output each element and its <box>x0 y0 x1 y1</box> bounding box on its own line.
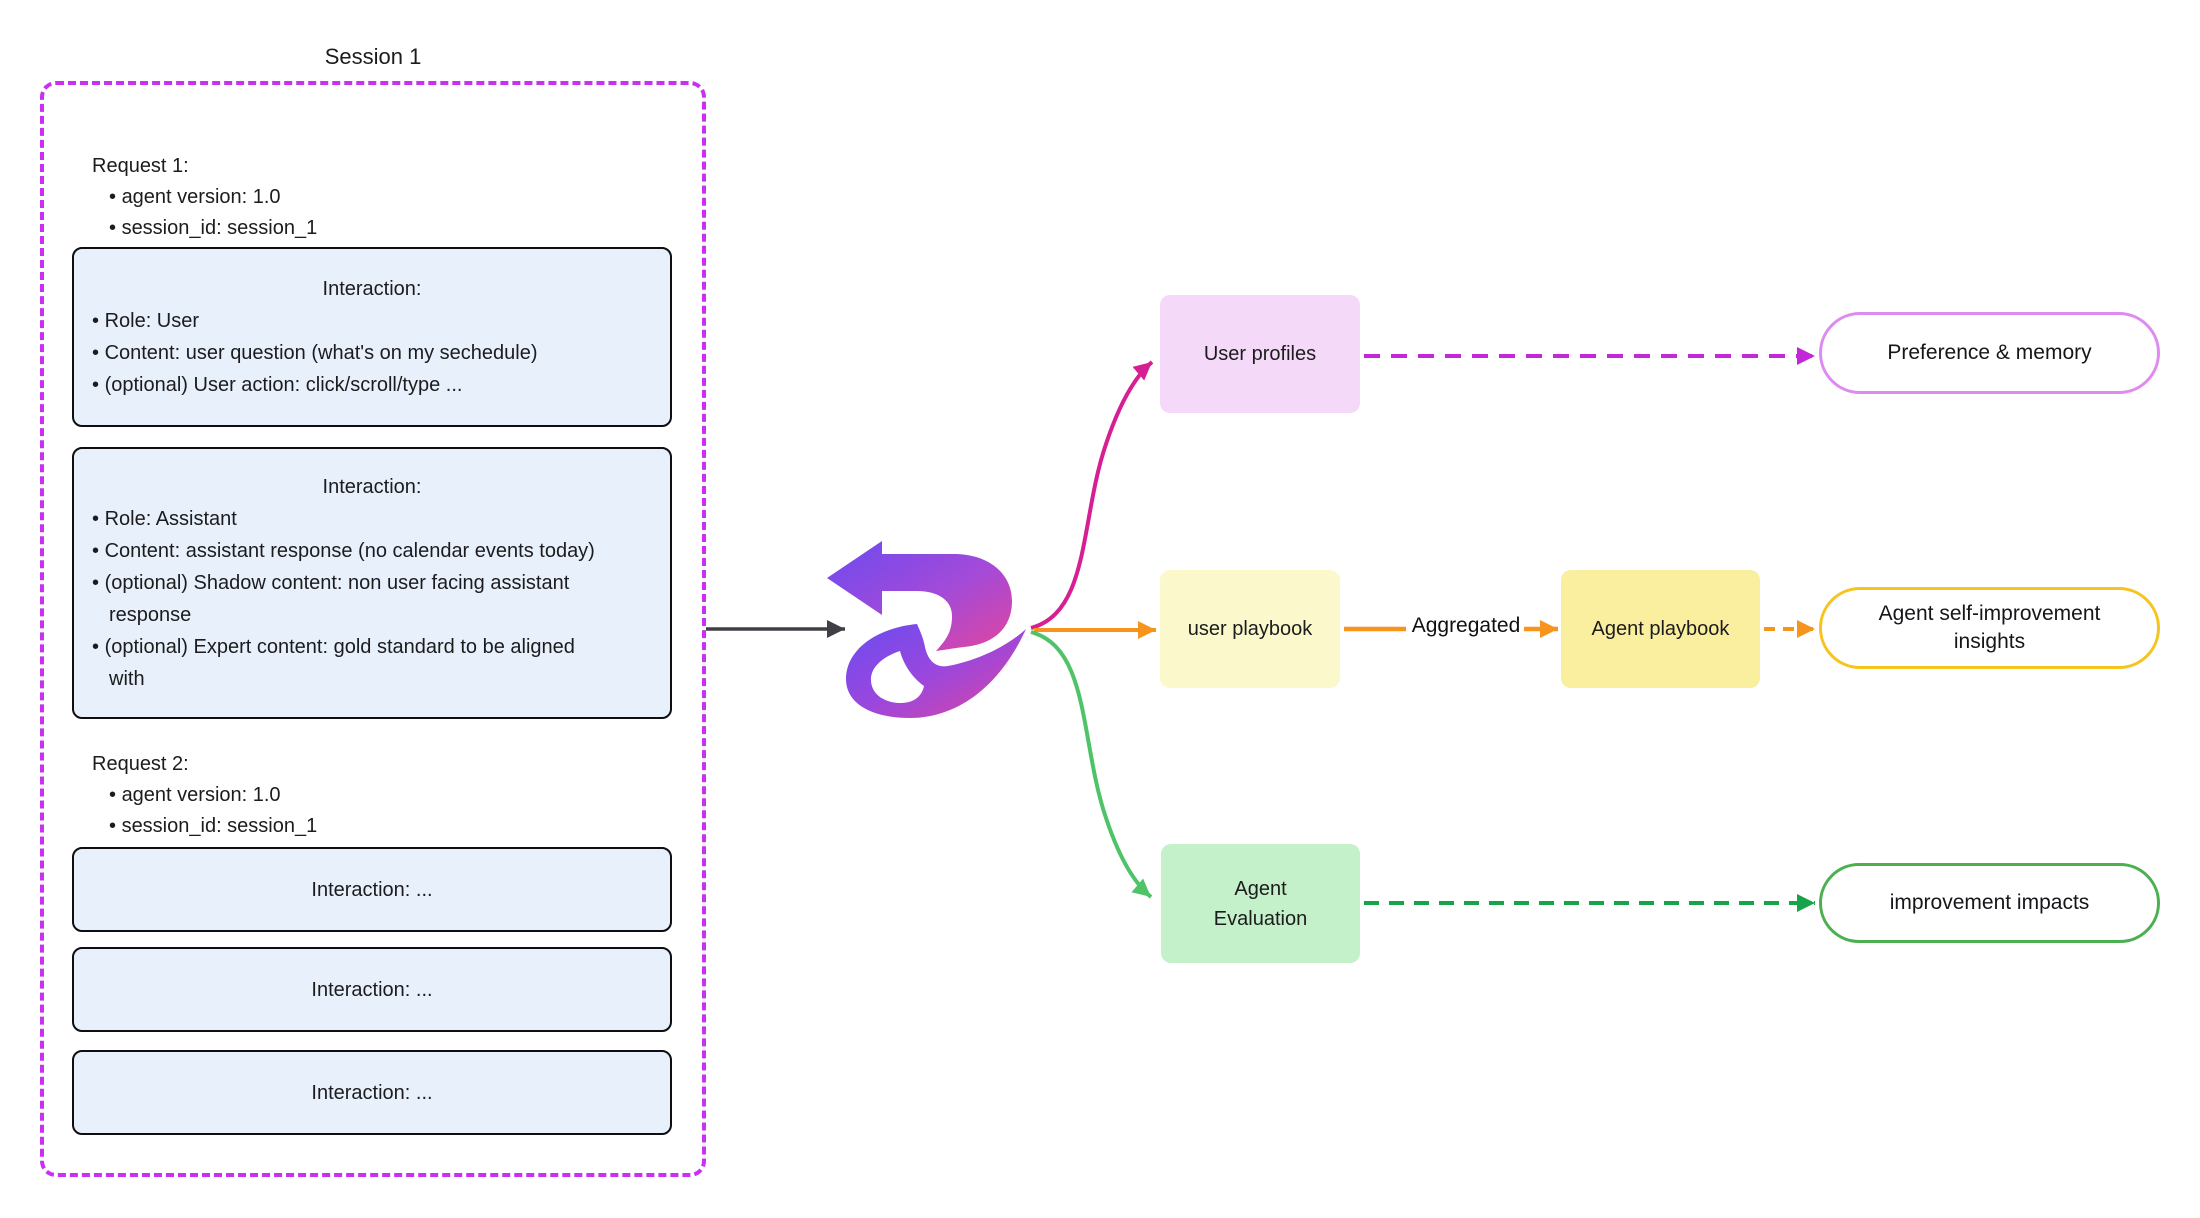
interaction-heading: Interaction: <box>322 476 422 498</box>
interaction-bullet: Content: assistant response (no calendar… <box>92 535 604 567</box>
interaction-bullet: (optional) Expert content: gold standard… <box>92 631 604 695</box>
pill-label: Preference & memory <box>1887 341 2092 364</box>
interaction-card-user: Interaction: Role: User Content: user qu… <box>72 247 672 427</box>
logo-bottom-swoosh <box>846 624 1026 718</box>
node-label: User profiles <box>1203 342 1317 365</box>
node-user-playbook: user playbook <box>1160 570 1340 688</box>
aggregated-edge-label: Aggregated <box>1411 614 1521 637</box>
interaction-bullet: (optional) User action: click/scroll/typ… <box>92 369 604 401</box>
request-bullet: session_id: session_1 <box>92 811 318 842</box>
node-label: Agent Evaluation <box>1213 877 1308 930</box>
interaction-heading: Interaction: ... <box>311 978 433 1001</box>
node-label: user playbook <box>1187 617 1313 640</box>
edge-logo-to-agent-evaluation <box>1030 630 1153 899</box>
interaction-heading: Interaction: <box>322 278 422 300</box>
node-label: Agent playbook <box>1591 617 1730 640</box>
interaction-bullet: Role: User <box>92 305 604 337</box>
session-title: Session 1 <box>324 44 422 69</box>
interaction-bullet: (optional) Shadow content: non user faci… <box>92 567 604 631</box>
request-bullet: agent version: 1.0 <box>92 780 317 811</box>
request-heading: Request 2: <box>92 753 189 775</box>
interaction-card-collapsed: Interaction: ... <box>72 947 672 1032</box>
interaction-card-assistant: Interaction: Role: Assistant Content: as… <box>72 447 672 719</box>
interaction-heading: Interaction: ... <box>311 1081 433 1104</box>
pill-label: Agent self-improvement insights <box>1878 602 2101 653</box>
request-bullet: session_id: session_1 <box>92 213 318 244</box>
edge-logo-to-user-profiles <box>1030 360 1154 630</box>
node-agent-evaluation: Agent Evaluation <box>1161 844 1360 963</box>
loop-arrows-logo <box>827 541 1026 718</box>
request-block-1: Request 1: agent version: 1.0 session_id… <box>92 151 317 244</box>
pill-improvement-impacts: improvement impacts <box>1819 863 2160 943</box>
interaction-bullet: Content: user question (what's on my sec… <box>92 337 604 369</box>
pill-agent-self-improvement-insights: Agent self-improvement insights <box>1819 587 2160 669</box>
interaction-card-collapsed: Interaction: ... <box>72 1050 672 1135</box>
interaction-bullet: Role: Assistant <box>92 503 604 535</box>
logo-top-arrow <box>827 541 1012 651</box>
interaction-heading: Interaction: ... <box>311 878 433 901</box>
request-heading: Request 1: <box>92 155 189 177</box>
pill-preference-memory: Preference & memory <box>1819 312 2160 394</box>
node-agent-playbook: Agent playbook <box>1561 570 1760 688</box>
request-block-2: Request 2: agent version: 1.0 session_id… <box>92 749 317 842</box>
request-bullet: agent version: 1.0 <box>92 182 317 213</box>
session-boundary: Request 1: agent version: 1.0 session_id… <box>40 81 706 1177</box>
interaction-card-collapsed: Interaction: ... <box>72 847 672 932</box>
pill-label: improvement impacts <box>1889 891 2090 914</box>
node-user-profiles: User profiles <box>1160 295 1360 413</box>
